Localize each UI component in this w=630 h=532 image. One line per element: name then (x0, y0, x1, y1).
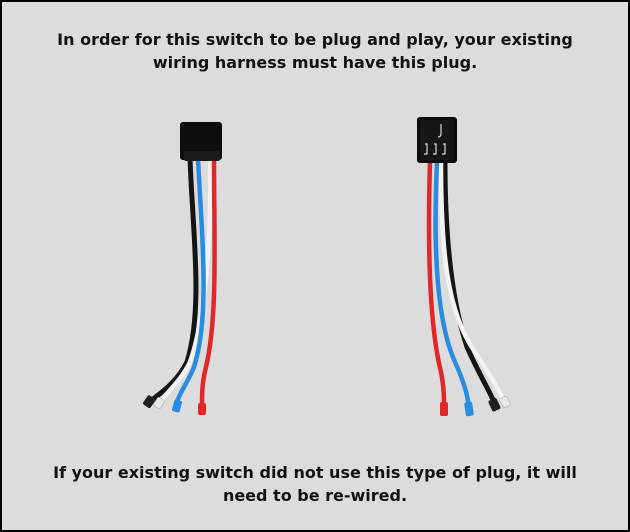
terminal-slots (424, 124, 446, 155)
terminal-slot-left (424, 143, 428, 155)
red-wire (426, 159, 447, 410)
blue-wire-tip (172, 399, 182, 413)
connector-collar (184, 151, 220, 161)
caption-bottom: If your existing switch did not use this… (2, 461, 628, 507)
caption-bottom-line-1: If your existing switch did not use this… (53, 463, 577, 482)
wiring-harness-plug-side-view (143, 122, 222, 415)
blue-wire (174, 156, 206, 405)
terminal-slot-middle (433, 143, 437, 155)
red-wire-tip (198, 403, 206, 415)
caption-bottom-line-2: need to be re-wired. (222, 486, 408, 505)
red-wire-tip (440, 402, 448, 416)
blue-wire-tip (464, 401, 474, 417)
red-wire (199, 156, 217, 408)
terminal-slot-top (437, 124, 442, 138)
caption-top: In order for this switch to be plug and … (2, 28, 628, 74)
blue-wire (433, 159, 472, 410)
black-wire (149, 154, 199, 403)
connector-body (180, 122, 222, 160)
white-wire-tip (153, 397, 165, 409)
black-wire-tip (143, 395, 156, 408)
caption-top-line-2: wiring harness must have this plug. (152, 53, 478, 72)
black-wire-tip (488, 398, 501, 412)
white-wire-tip (499, 396, 511, 408)
wiring-harness-plug-front-view (417, 117, 511, 417)
white-wire (157, 156, 213, 405)
terminal-slot-right (442, 143, 446, 155)
white-wire (438, 159, 508, 405)
caption-top-line-1: In order for this switch to be plug and … (57, 30, 573, 49)
